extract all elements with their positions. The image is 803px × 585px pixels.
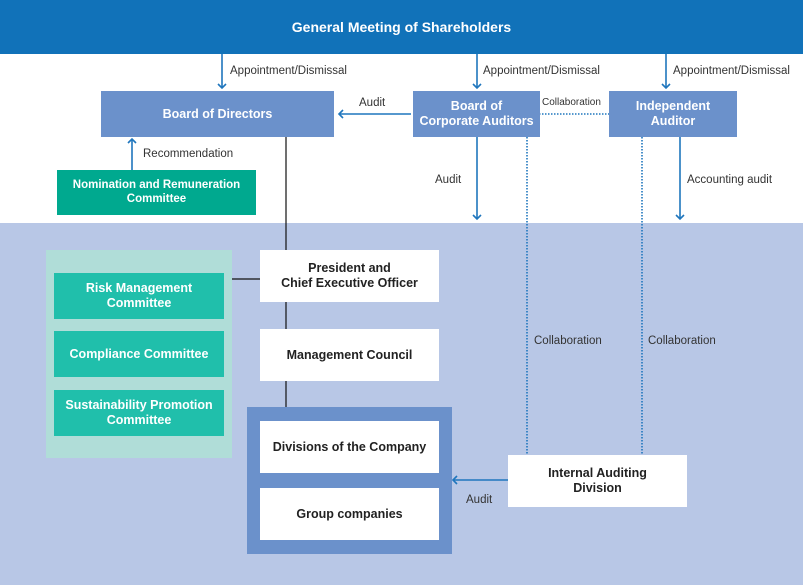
label-collaboration-top: Collaboration <box>542 97 601 108</box>
independent-auditor-box: Independent Auditor <box>609 91 737 137</box>
compliance-committee-box: Compliance Committee <box>54 331 224 377</box>
label-accounting-audit: Accounting audit <box>687 174 773 186</box>
label-audit-bca-down: Audit <box>435 174 462 186</box>
general-meeting-of-shareholders: General Meeting of Shareholders <box>0 0 803 54</box>
divisions-of-company-box: Divisions of the Company <box>260 421 439 473</box>
board-of-directors-box: Board of Directors <box>101 91 334 137</box>
nomination-remuneration-committee-box: Nomination and Remuneration Committee <box>57 170 256 215</box>
label-recommendation: Recommendation <box>143 148 234 160</box>
label-audit-internal: Audit <box>466 494 493 506</box>
board-of-corporate-auditors-box: Board of Corporate Auditors <box>413 91 540 137</box>
label-collaboration-left: Collaboration <box>534 335 602 347</box>
president-ceo-box: President and Chief Executive Officer <box>260 250 439 302</box>
risk-management-committee-box: Risk Management Committee <box>54 273 224 319</box>
label-collaboration-right: Collaboration <box>648 335 716 347</box>
management-council-box: Management Council <box>260 329 439 381</box>
sustainability-promotion-committee-box: Sustainability Promotion Committee <box>54 390 224 436</box>
internal-auditing-division-box: Internal Auditing Division <box>508 455 687 507</box>
label-audit-bca-bod: Audit <box>359 97 386 109</box>
label-appointment-bod: Appointment/Dismissal <box>230 65 347 77</box>
label-appointment-bca: Appointment/Dismissal <box>483 65 600 77</box>
label-appointment-ia: Appointment/Dismissal <box>673 65 790 77</box>
group-companies-box: Group companies <box>260 488 439 540</box>
